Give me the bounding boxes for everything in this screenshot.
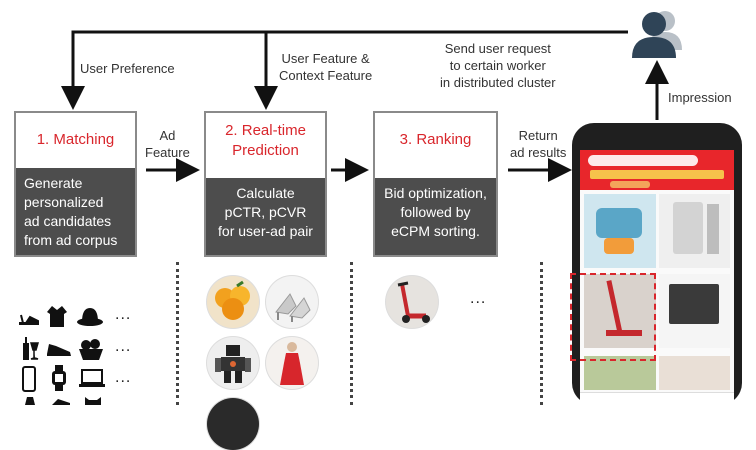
user-group-icon	[632, 11, 682, 58]
prediction-title-line-1: 2. Real-time	[225, 122, 306, 139]
high-heel-icon	[19, 314, 39, 325]
sneaker-icon	[47, 344, 71, 356]
user-feature-line-1: User Feature &	[281, 51, 370, 66]
user-feature-line-2: Context Feature	[279, 68, 373, 83]
corpus-row-2-ellipsis: ...	[115, 338, 132, 355]
dress-icon	[25, 397, 35, 405]
ranking-desc-line-1: Bid optimization,	[384, 185, 487, 201]
separator-3	[540, 262, 543, 405]
send-request-line-2: to certain worker	[449, 58, 546, 73]
heels-image	[266, 276, 318, 328]
matching-desc-line-1: Generate	[24, 175, 83, 191]
send-request-label: Send user request to certain worker in d…	[440, 40, 556, 91]
product-tile-5	[584, 356, 656, 390]
highlighted-ad-result	[570, 273, 656, 361]
oranges-image	[207, 276, 259, 328]
app-tab-bar	[580, 392, 734, 405]
app-subnav	[610, 181, 650, 188]
send-request-line-1: Send user request	[444, 41, 551, 56]
prediction-desc-line-2: pCTR, pCVR	[224, 204, 307, 220]
ranking-description: Bid optimization, followed by eCPM sorti…	[375, 178, 496, 255]
phone-screen	[580, 150, 734, 405]
separator-2	[350, 262, 353, 405]
prediction-title-line-2: Prediction	[232, 142, 299, 159]
ad-feature-line-1: Ad	[159, 128, 176, 143]
matching-desc-line-3: ad candidates	[24, 213, 112, 229]
app-search-bar	[588, 155, 698, 166]
smartwatch-icon	[52, 365, 66, 391]
separator-1	[176, 262, 179, 405]
prediction-title: 2. Real-time Prediction	[206, 121, 325, 161]
laptop-icon	[79, 369, 105, 387]
product-tile-2	[659, 194, 730, 268]
prediction-description: Calculate pCTR, pCVR for user-ad pair	[206, 178, 325, 255]
matching-desc-line-2: personalized	[24, 194, 104, 210]
product-tile-6	[659, 356, 730, 390]
product-tile-3	[584, 274, 656, 348]
ad-feature-line-2: Feature	[145, 145, 190, 160]
ranking-ellipsis: ...	[470, 290, 487, 307]
red-dress-image	[266, 337, 318, 389]
phone-icon	[22, 366, 36, 392]
flow-arrows	[61, 30, 669, 182]
user-preference-label: User Preference	[80, 61, 175, 76]
robot-toy-image	[207, 337, 259, 389]
prediction-desc-line-3: for user-ad pair	[218, 223, 313, 239]
matching-description: Generate personalized ad candidates from…	[16, 168, 135, 255]
ranking-desc-line-2: followed by	[400, 204, 471, 220]
coat-icon	[47, 306, 67, 327]
return-results-label: Return ad results	[510, 127, 566, 161]
candidate-partial-image	[207, 398, 259, 450]
cat-icon	[85, 397, 101, 405]
hat-icon	[77, 308, 103, 326]
product-tile-4	[659, 274, 730, 348]
matching-title: 1. Matching	[36, 131, 115, 148]
ad-feature-label: Ad Feature	[145, 127, 190, 161]
scooter-image	[386, 276, 438, 328]
fruit-basket-icon	[79, 339, 103, 360]
matching-desc-line-4: from ad corpus	[24, 232, 118, 248]
corpus-row-3-ellipsis: ...	[115, 369, 132, 386]
ranking-desc-line-3: eCPM sorting.	[391, 223, 480, 239]
top-return-line	[61, 30, 628, 110]
product-tile-1	[584, 194, 656, 268]
impression-label: Impression	[668, 90, 732, 105]
app-banner	[590, 170, 724, 179]
prediction-desc-line-1: Calculate	[236, 185, 295, 201]
corpus-row-1-ellipsis: ...	[115, 306, 132, 323]
send-request-line-3: in distributed cluster	[440, 75, 556, 90]
user-feature-label: User Feature & Context Feature	[279, 50, 372, 84]
ranking-title: 3. Ranking	[399, 131, 472, 148]
return-results-line-1: Return	[518, 128, 558, 143]
shoe-icon	[52, 399, 70, 405]
wine-bottle-icon	[23, 337, 39, 360]
return-results-line-2: ad results	[510, 145, 567, 160]
